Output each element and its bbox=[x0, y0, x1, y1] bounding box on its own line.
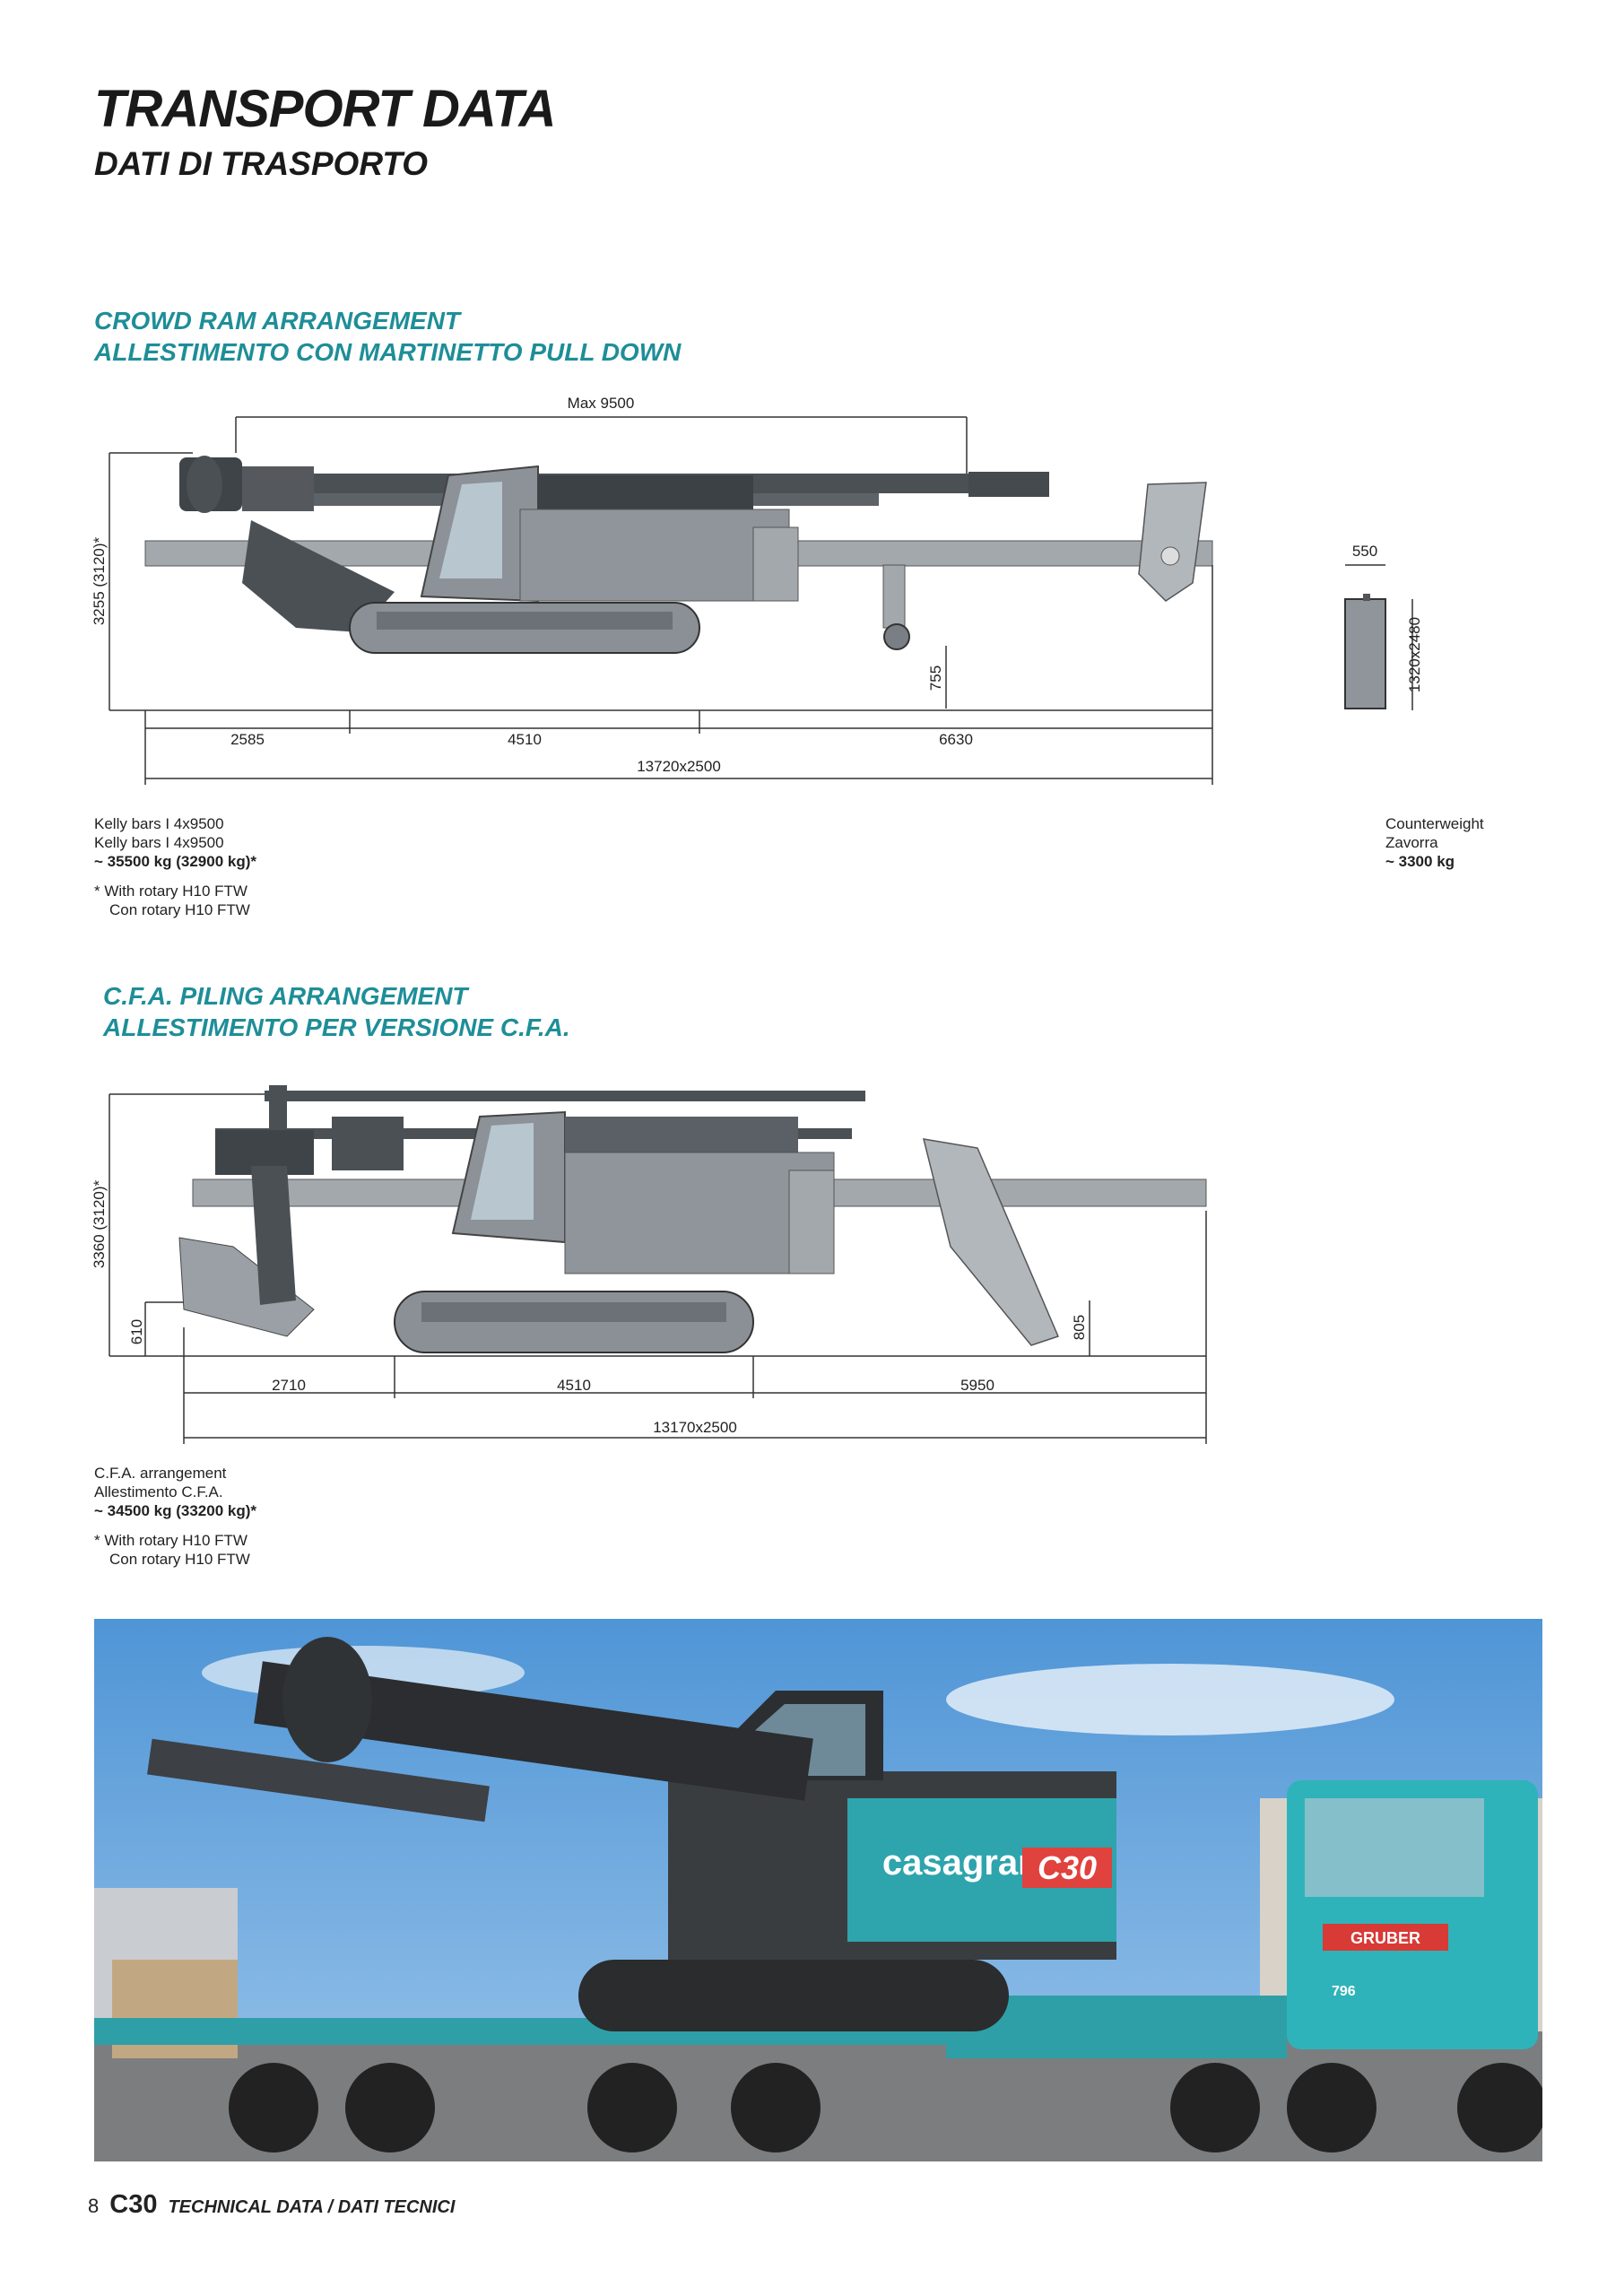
note-line: Kelly bars I 4x9500 bbox=[94, 834, 224, 851]
transport-photo: GRUBER 796 casagrande C30 bbox=[94, 1619, 1542, 2161]
dim-total2: 13170x2500 bbox=[653, 1419, 737, 1436]
section1-weight: ~ 35500 kg (32900 kg)* bbox=[94, 853, 256, 870]
dim-len-b: 4510 bbox=[508, 731, 542, 748]
counterweight-drawing bbox=[1344, 564, 1413, 710]
section1-title-it: ALLESTIMENTO CON MARTINETTO PULL DOWN bbox=[94, 338, 682, 366]
section1-title-en: CROWD RAM ARRANGEMENT bbox=[94, 307, 461, 335]
dim-right-label: 805 bbox=[1071, 1315, 1088, 1340]
cw-width: 550 bbox=[1352, 543, 1377, 560]
truck-brand: GRUBER bbox=[1350, 1929, 1420, 1947]
note-line: Kelly bars I 4x9500 bbox=[94, 815, 224, 832]
crowd-ram-drawing: Max 9500 3255 (3120)* 755 bbox=[91, 395, 1423, 785]
dim-max bbox=[235, 416, 968, 475]
truck-number: 796 bbox=[1332, 1984, 1356, 1999]
section2-notes: C.F.A. arrangement Allestimento C.F.A. ~… bbox=[94, 1464, 256, 1569]
note-line: C.F.A. arrangement bbox=[94, 1465, 227, 1482]
page-number: 8 bbox=[88, 2195, 100, 2217]
dim-len-a: 2585 bbox=[230, 731, 265, 748]
cfa-rotary bbox=[178, 1117, 404, 1337]
transport-wheel bbox=[882, 564, 910, 650]
footnote-line: * With rotary H10 FTW bbox=[94, 883, 248, 900]
cab bbox=[420, 465, 539, 603]
dim-len2-b: 4510 bbox=[557, 1377, 591, 1394]
footnote-line: * With rotary H10 FTW bbox=[94, 1532, 248, 1549]
truck-cab: GRUBER 796 bbox=[1287, 1780, 1538, 2049]
footnote-line: Con rotary H10 FTW bbox=[109, 1551, 250, 1568]
dim-height bbox=[109, 452, 193, 710]
cw-label-en: Counterweight bbox=[1385, 815, 1484, 832]
trailer-wheels bbox=[229, 2063, 1542, 2152]
cw-dims: 1320x2480 bbox=[1406, 617, 1423, 692]
section1-title: CROWD RAM ARRANGEMENT ALLESTIMENTO CON M… bbox=[94, 305, 681, 368]
cw-weight: ~ 3300 kg bbox=[1385, 853, 1455, 870]
footer-model: C30 bbox=[109, 2190, 158, 2219]
cw-label-it: Zavorra bbox=[1385, 834, 1438, 851]
section1-notes: Kelly bars I 4x9500 Kelly bars I 4x9500 … bbox=[94, 814, 256, 919]
dim-wheel-label: 755 bbox=[927, 665, 944, 691]
tracks bbox=[349, 602, 700, 654]
note-line: Allestimento C.F.A. bbox=[94, 1483, 223, 1500]
section2-weight: ~ 34500 kg (33200 kg)* bbox=[94, 1502, 256, 1519]
dim-ground-label: 610 bbox=[128, 1319, 145, 1344]
dim-total: 13720x2500 bbox=[637, 758, 721, 775]
dim-len2-a: 2710 bbox=[272, 1377, 306, 1394]
model-mark: C30 bbox=[1038, 1849, 1097, 1886]
dim-height-label: 3255 (3120)* bbox=[91, 536, 108, 625]
page-title: TRANSPORT DATA bbox=[94, 80, 556, 138]
footnote-line: Con rotary H10 FTW bbox=[109, 901, 250, 918]
dim-max-label: Max 9500 bbox=[568, 395, 635, 412]
rotary-head bbox=[179, 456, 314, 513]
cfa-drawing: 3360 (3120)* 610 805 2710 4510 5950 1317… bbox=[91, 1085, 1207, 1444]
footer-text: TECHNICAL DATA / DATI TECNICI bbox=[168, 2197, 456, 2217]
machine-body: casagrande C30 bbox=[668, 1691, 1116, 1960]
dim-len-c: 6630 bbox=[939, 731, 973, 748]
dim-height2-label: 3360 (3120)* bbox=[91, 1179, 108, 1268]
footer: 8 C30 TECHNICAL DATA / DATI TECNICI bbox=[88, 2190, 455, 2220]
page-subtitle: DATI DI TRASPORTO bbox=[94, 145, 429, 182]
dim-len2-c: 5950 bbox=[960, 1377, 994, 1394]
counterweight-notes: Counterweight Zavorra ~ 3300 kg bbox=[1385, 814, 1484, 871]
section2-title-en: C.F.A. PILING ARRANGEMENT bbox=[103, 982, 468, 1010]
section2-title-it: ALLESTIMENTO PER VERSIONE C.F.A. bbox=[103, 1013, 570, 1041]
dim-lengths bbox=[144, 565, 1213, 785]
section2-title: C.F.A. PILING ARRANGEMENT ALLESTIMENTO P… bbox=[103, 980, 570, 1043]
